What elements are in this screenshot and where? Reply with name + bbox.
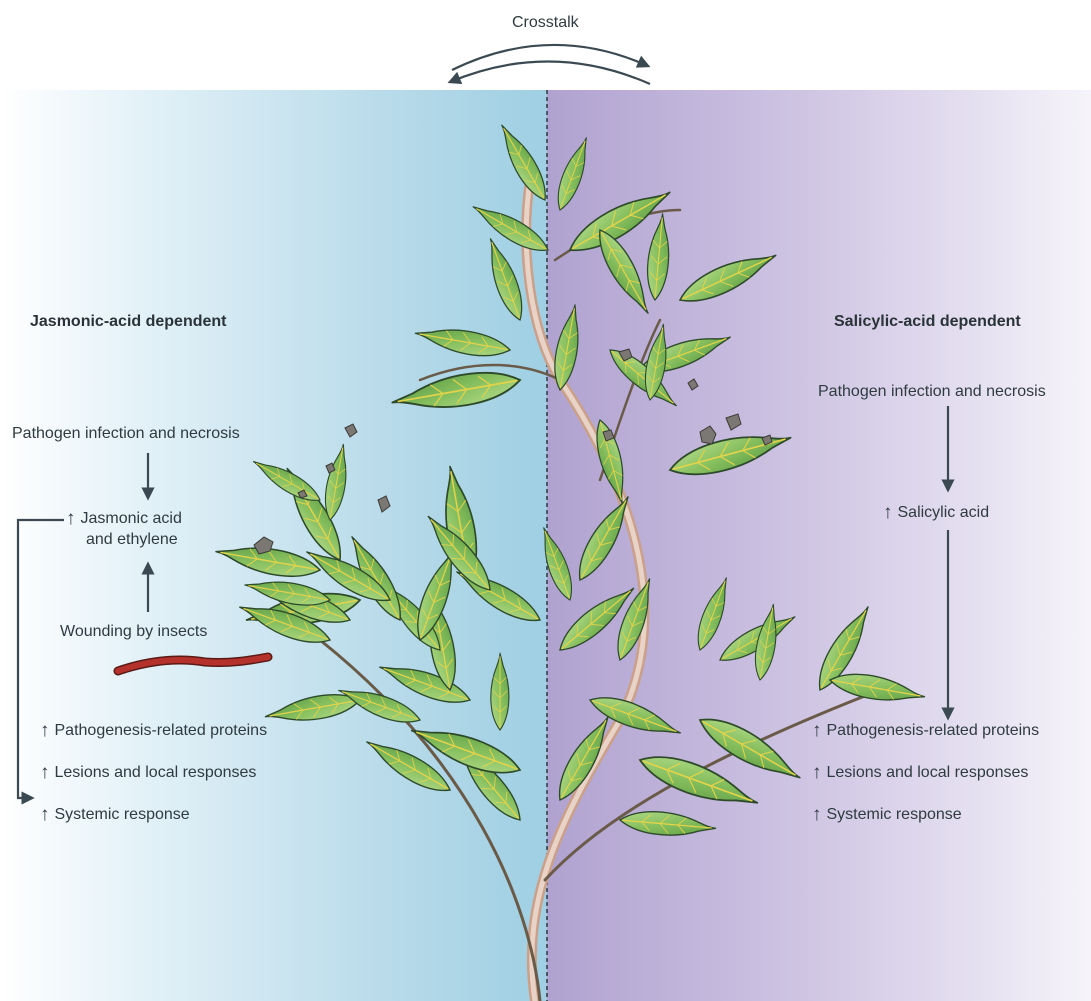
right-pathogen-trigger: Pathogen infection and necrosis	[818, 383, 1046, 401]
up-arrow-icon: ↑	[66, 508, 76, 530]
left-insect-trigger: Wounding by insects	[60, 623, 207, 641]
up-arrow-icon: ↑	[812, 804, 822, 826]
up-arrow-icon: ↑	[812, 762, 822, 784]
left-pathogen-trigger: Pathogen infection and necrosis	[12, 425, 240, 443]
up-arrow-icon: ↑	[812, 720, 822, 742]
up-arrow-icon: ↑	[40, 762, 50, 784]
right-response-lesions: ↑ Lesions and local responses	[812, 762, 1028, 784]
up-arrow-icon: ↑	[40, 804, 50, 826]
crosstalk-arrows	[450, 45, 650, 84]
up-arrow-icon: ↑	[883, 502, 893, 524]
left-hormones: ↑ Jasmonic acid	[66, 508, 182, 530]
left-response-systemic: ↑ Systemic response	[40, 804, 190, 826]
right-response-systemic: ↑ Systemic response	[812, 804, 962, 826]
left-response-pr-proteins: ↑ Pathogenesis-related proteins	[40, 720, 267, 742]
up-arrow-icon: ↑	[40, 720, 50, 742]
crosstalk-label: Crosstalk	[512, 14, 579, 32]
right-hormone: ↑ Salicylic acid	[883, 502, 989, 524]
left-response-lesions: ↑ Lesions and local responses	[40, 762, 256, 784]
right-heading: Salicylic-acid dependent	[834, 313, 1021, 331]
hormones-line1: Jasmonic acid	[81, 510, 182, 528]
right-response-pr-proteins: ↑ Pathogenesis-related proteins	[812, 720, 1039, 742]
hormones-line2: and ethylene	[86, 531, 178, 549]
left-heading: Jasmonic-acid dependent	[30, 313, 227, 331]
